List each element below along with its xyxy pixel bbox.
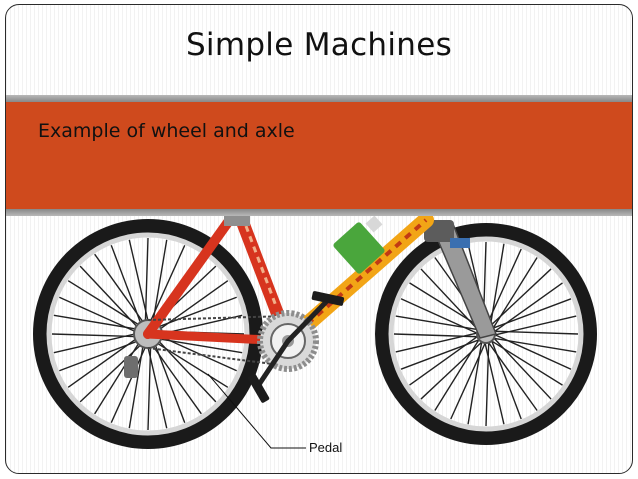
spoke [59, 338, 143, 372]
spoke [493, 315, 577, 336]
spoke [110, 245, 144, 329]
chain-ring [255, 299, 329, 389]
spoke [147, 245, 186, 327]
pedal-callout: Pedal [207, 373, 342, 455]
spoke [59, 296, 141, 335]
banner-shadow-bottom [6, 209, 632, 216]
slide-subtitle: Example of wheel and axle [38, 120, 295, 142]
crank-arm-front [285, 299, 329, 344]
rear-derailleur [124, 356, 138, 378]
pedal-label: Pedal [309, 440, 342, 455]
spoke [147, 341, 152, 431]
spoke [490, 339, 522, 420]
spoke [450, 341, 487, 420]
spoke [79, 340, 146, 403]
water-bottle [333, 216, 385, 274]
spoke [420, 268, 480, 332]
spoke [488, 268, 552, 328]
banner-shadow-top [6, 95, 632, 102]
slide-title: Simple Machines [185, 27, 453, 63]
spoke [144, 237, 149, 327]
spoke [110, 341, 149, 423]
spoke [400, 338, 481, 370]
slide: Simple Machines Example of wheel and axl… [5, 4, 633, 474]
spoke [154, 336, 217, 403]
spoke [153, 296, 237, 330]
rear-wheel [33, 219, 263, 449]
spoke [420, 340, 484, 400]
spoke [155, 333, 237, 372]
spoke [400, 298, 479, 335]
spoke [491, 298, 572, 330]
spoke [485, 248, 522, 327]
pedal-icon [247, 291, 345, 403]
spoke [79, 265, 142, 332]
spoke [51, 333, 141, 338]
spoke [152, 339, 186, 423]
crank-arm-rear [255, 338, 291, 389]
spoke [393, 333, 479, 338]
spoke [493, 333, 572, 370]
subtitle-banner [6, 102, 632, 209]
chain [147, 315, 289, 367]
bicycle-icon: Pedal [33, 216, 597, 455]
spoke [492, 336, 552, 400]
spoke [485, 341, 490, 427]
